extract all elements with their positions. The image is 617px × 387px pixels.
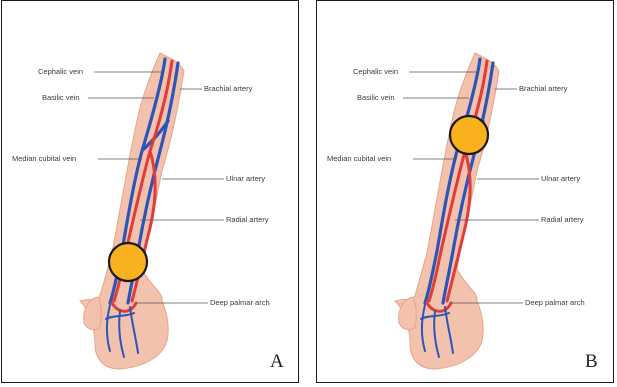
puncture-site-marker [109,243,147,281]
label-cephalic-vein: Cephalic vein [38,67,83,76]
panel-b: Cephalic vein Basilic vein Brachial arte… [316,0,614,383]
label-brachial-artery: Brachial artery [204,84,253,93]
label-ulnar-artery: Ulnar artery [226,174,265,183]
label-cephalic-vein: Cephalic vein [353,67,398,76]
arm-illustration-a: Cephalic vein Basilic vein Brachial arte… [2,1,300,384]
label-basilic-vein: Basilic vein [357,93,395,102]
label-deep-palmar-arch: Deep palmar arch [210,298,270,307]
label-ulnar-artery: Ulnar artery [541,174,580,183]
panel-letter-a: A [270,351,284,373]
panel-letter-b: B [585,351,598,373]
puncture-site-marker [450,116,488,154]
arm-illustration-b: Cephalic vein Basilic vein Brachial arte… [317,1,615,384]
label-median-cubital-vein: Median cubital vein [327,154,391,163]
label-radial-artery: Radial artery [541,215,584,224]
label-deep-palmar-arch: Deep palmar arch [525,298,585,307]
label-basilic-vein: Basilic vein [42,93,80,102]
label-radial-artery: Radial artery [226,215,269,224]
label-median-cubital-vein: Median cubital vein [12,154,76,163]
panel-a: Cephalic vein Basilic vein Brachial arte… [1,0,299,383]
label-brachial-artery: Brachial artery [519,84,568,93]
